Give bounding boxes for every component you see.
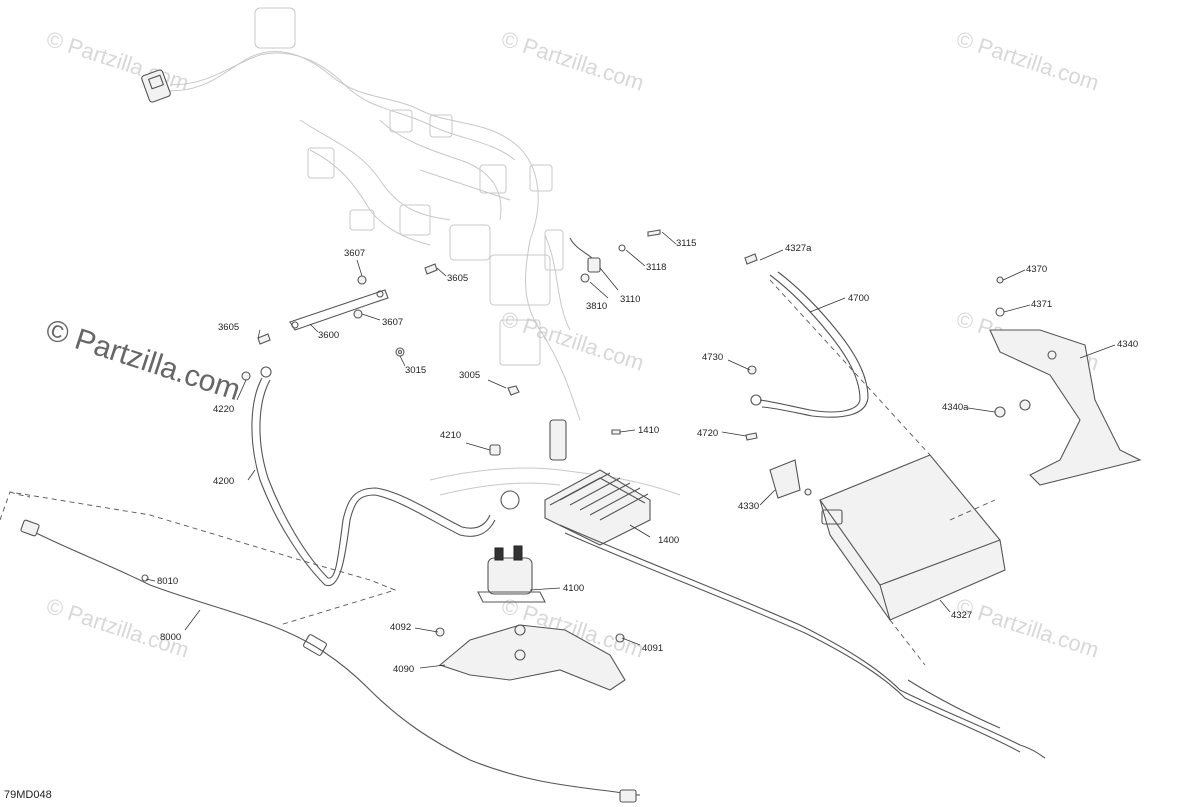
callout-3605: 3605 <box>218 322 239 333</box>
callout-4720: 4720 <box>697 428 718 439</box>
callout-1410: 1410 <box>638 425 659 436</box>
ground-strap <box>289 289 389 331</box>
callout-4091: 4091 <box>642 643 663 654</box>
wire-harness-8000 <box>0 491 641 803</box>
callout-3005: 3005 <box>459 370 480 381</box>
watermark: © Partzilla.com <box>953 26 1102 96</box>
callout-3810: 3810 <box>586 301 607 312</box>
callout-4327a: 4327a <box>785 243 812 254</box>
callout-4220: 4220 <box>213 404 234 415</box>
battery-bracket <box>989 276 1142 486</box>
callout-3607: 3607 <box>344 248 365 259</box>
voltage-regulator <box>544 419 651 546</box>
callout-4370: 4370 <box>1026 264 1047 275</box>
callout-3110: 3110 <box>620 294 640 305</box>
solenoid-bracket <box>435 624 626 691</box>
battery <box>769 279 1006 666</box>
bolt-3005 <box>507 385 520 396</box>
callout-4340a: 4340a <box>942 402 969 413</box>
watermark: © Partzilla.com <box>43 593 192 663</box>
battery-cable-negative <box>241 366 496 587</box>
callout-4371: 4371 <box>1031 299 1052 310</box>
watermark-featured: © Partzilla.com <box>42 313 244 407</box>
callout-4092: 4092 <box>390 622 411 633</box>
callout-4330: 4330 <box>738 501 759 512</box>
watermark: © Partzilla.com <box>953 593 1102 663</box>
callout-4200: 4200 <box>213 476 234 487</box>
watermark: © Partzilla.com <box>498 26 647 96</box>
callout-3118: 3118 <box>646 262 666 273</box>
callout-4327: 4327 <box>951 610 972 621</box>
harness-connector <box>141 69 171 103</box>
battery-cable-positive <box>750 271 869 418</box>
fasteners-strap <box>257 263 438 357</box>
callout-3605: 3605 <box>447 273 468 284</box>
fasteners-4700 <box>744 253 758 441</box>
leader-lines <box>145 231 1116 669</box>
cap-4210 <box>489 444 520 510</box>
callout-labels: 3607 3605 3605 3607 3600 3015 3005 3115 … <box>157 238 1138 675</box>
callout-4730: 4730 <box>702 352 723 363</box>
callout-3015: 3015 <box>405 365 426 376</box>
callout-8000: 8000 <box>160 632 181 643</box>
callout-8010: 8010 <box>157 576 178 587</box>
callout-3600: 3600 <box>318 330 339 341</box>
watermark: © Partzilla.com <box>43 26 192 96</box>
callout-3607: 3607 <box>382 317 403 328</box>
callout-3115: 3115 <box>676 238 696 249</box>
main-cable <box>559 524 1046 759</box>
starter-solenoid <box>477 545 546 603</box>
callout-4700: 4700 <box>848 293 869 304</box>
callout-4210: 4210 <box>440 430 461 441</box>
terminal-cover <box>769 459 812 499</box>
diagram-code: 79MD048 <box>4 789 52 801</box>
callout-1400: 1400 <box>658 535 679 546</box>
callout-4340: 4340 <box>1117 339 1138 350</box>
callout-4090: 4090 <box>393 664 414 675</box>
wiring-harness-ghost <box>159 7 681 496</box>
sensor-parts <box>569 229 661 283</box>
callout-4100: 4100 <box>563 583 584 594</box>
